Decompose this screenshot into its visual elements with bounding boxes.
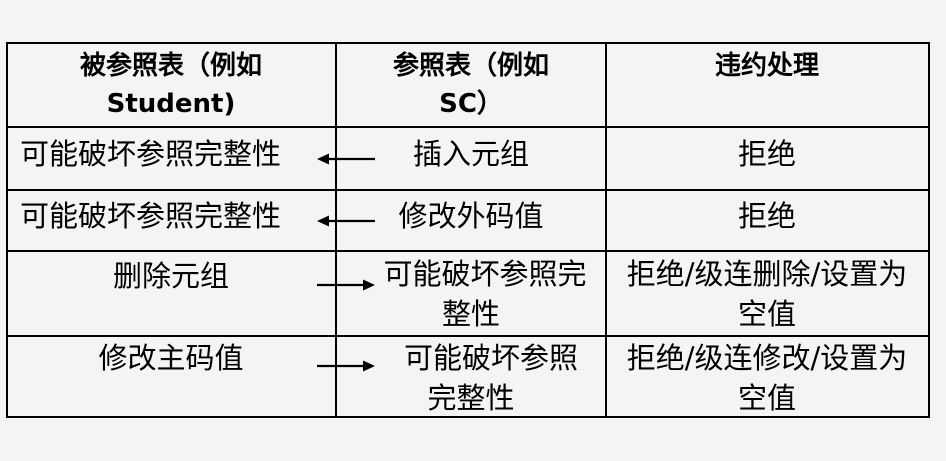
row4-right-arrow-icon: [317, 359, 375, 373]
header-col1-line1: 被参照表（例如: [79, 51, 262, 81]
header-col2: 参照表（例如 SC）: [336, 47, 606, 123]
row3-col2-line2: 整性: [441, 297, 500, 331]
header-col1: 被参照表（例如 Student): [6, 47, 336, 123]
row4-col2-line2: 完整性: [427, 381, 515, 415]
row1-col2: 插入元组: [412, 137, 529, 171]
row2-col2: 修改外码值: [398, 199, 544, 233]
header-col1-line2: Student): [106, 89, 236, 119]
row3-col3-line2: 空值: [737, 297, 796, 331]
row2-col3: 拒绝: [737, 199, 796, 233]
row3-col2: 可能破坏参照完 整性: [336, 254, 606, 334]
row4-col2: 可能破坏参照 完整性: [336, 338, 606, 418]
header-col3: 违约处理: [606, 47, 928, 85]
header-col2-line2: SC）: [439, 89, 503, 119]
row3-col1: 删除元组: [112, 259, 229, 293]
row1-col3: 拒绝: [737, 137, 796, 171]
row1-col1: 可能破坏参照完整性: [20, 137, 282, 171]
row3-col3-line1: 拒绝/级连删除/设置为: [626, 257, 908, 291]
row4-col2-line1: 可能破坏参照: [403, 341, 578, 375]
table-grid-lines: [6, 42, 930, 418]
row4-col3-line2: 空值: [737, 381, 796, 415]
integrity-table: 被参照表（例如 Student) 参照表（例如 SC） 违约处理 可能破坏参照完…: [6, 42, 930, 418]
row3-right-arrow-icon: [317, 278, 375, 292]
header-col2-line1: 参照表（例如: [392, 51, 549, 81]
row4-col3-line1: 拒绝/级连修改/设置为: [626, 341, 908, 375]
row4-col1: 修改主码值: [98, 341, 244, 375]
row4-col3: 拒绝/级连修改/设置为 空值: [606, 338, 928, 418]
row1-left-arrow-icon: [317, 152, 375, 166]
row2-left-arrow-icon: [317, 214, 375, 228]
header-col3-text: 违约处理: [714, 51, 819, 81]
row3-col2-line1: 可能破坏参照完: [383, 257, 587, 291]
row3-col3: 拒绝/级连删除/设置为 空值: [606, 254, 928, 334]
row2-col1: 可能破坏参照完整性: [20, 199, 282, 233]
